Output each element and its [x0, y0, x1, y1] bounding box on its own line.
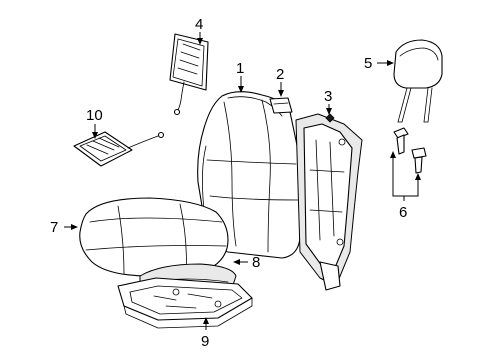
callout-7: 7	[50, 219, 58, 236]
part-9-cushion-frame	[117, 277, 253, 329]
callout-5: 5	[364, 55, 372, 72]
part-10-cushion-heater	[73, 131, 165, 167]
callout-6: 6	[399, 204, 407, 221]
callout-9: 9	[201, 333, 209, 350]
callout-3: 3	[324, 88, 332, 105]
part-5-headrest	[393, 39, 443, 123]
callout-4: 4	[195, 16, 203, 33]
part-6-headrest-guides	[393, 127, 427, 174]
leader-lines	[64, 32, 421, 330]
part-1-seatback-cover	[197, 91, 302, 259]
callout-labels: 1 2 3 4 5 6 7 8 9 10	[50, 16, 407, 350]
part-4-heater-panel	[169, 33, 209, 116]
callout-2: 2	[276, 66, 284, 83]
part-3-seatback-frame	[295, 113, 363, 291]
callout-10: 10	[86, 107, 103, 124]
callout-8: 8	[252, 254, 260, 271]
part-2-trim-panel	[269, 97, 293, 114]
callout-1: 1	[236, 60, 244, 77]
